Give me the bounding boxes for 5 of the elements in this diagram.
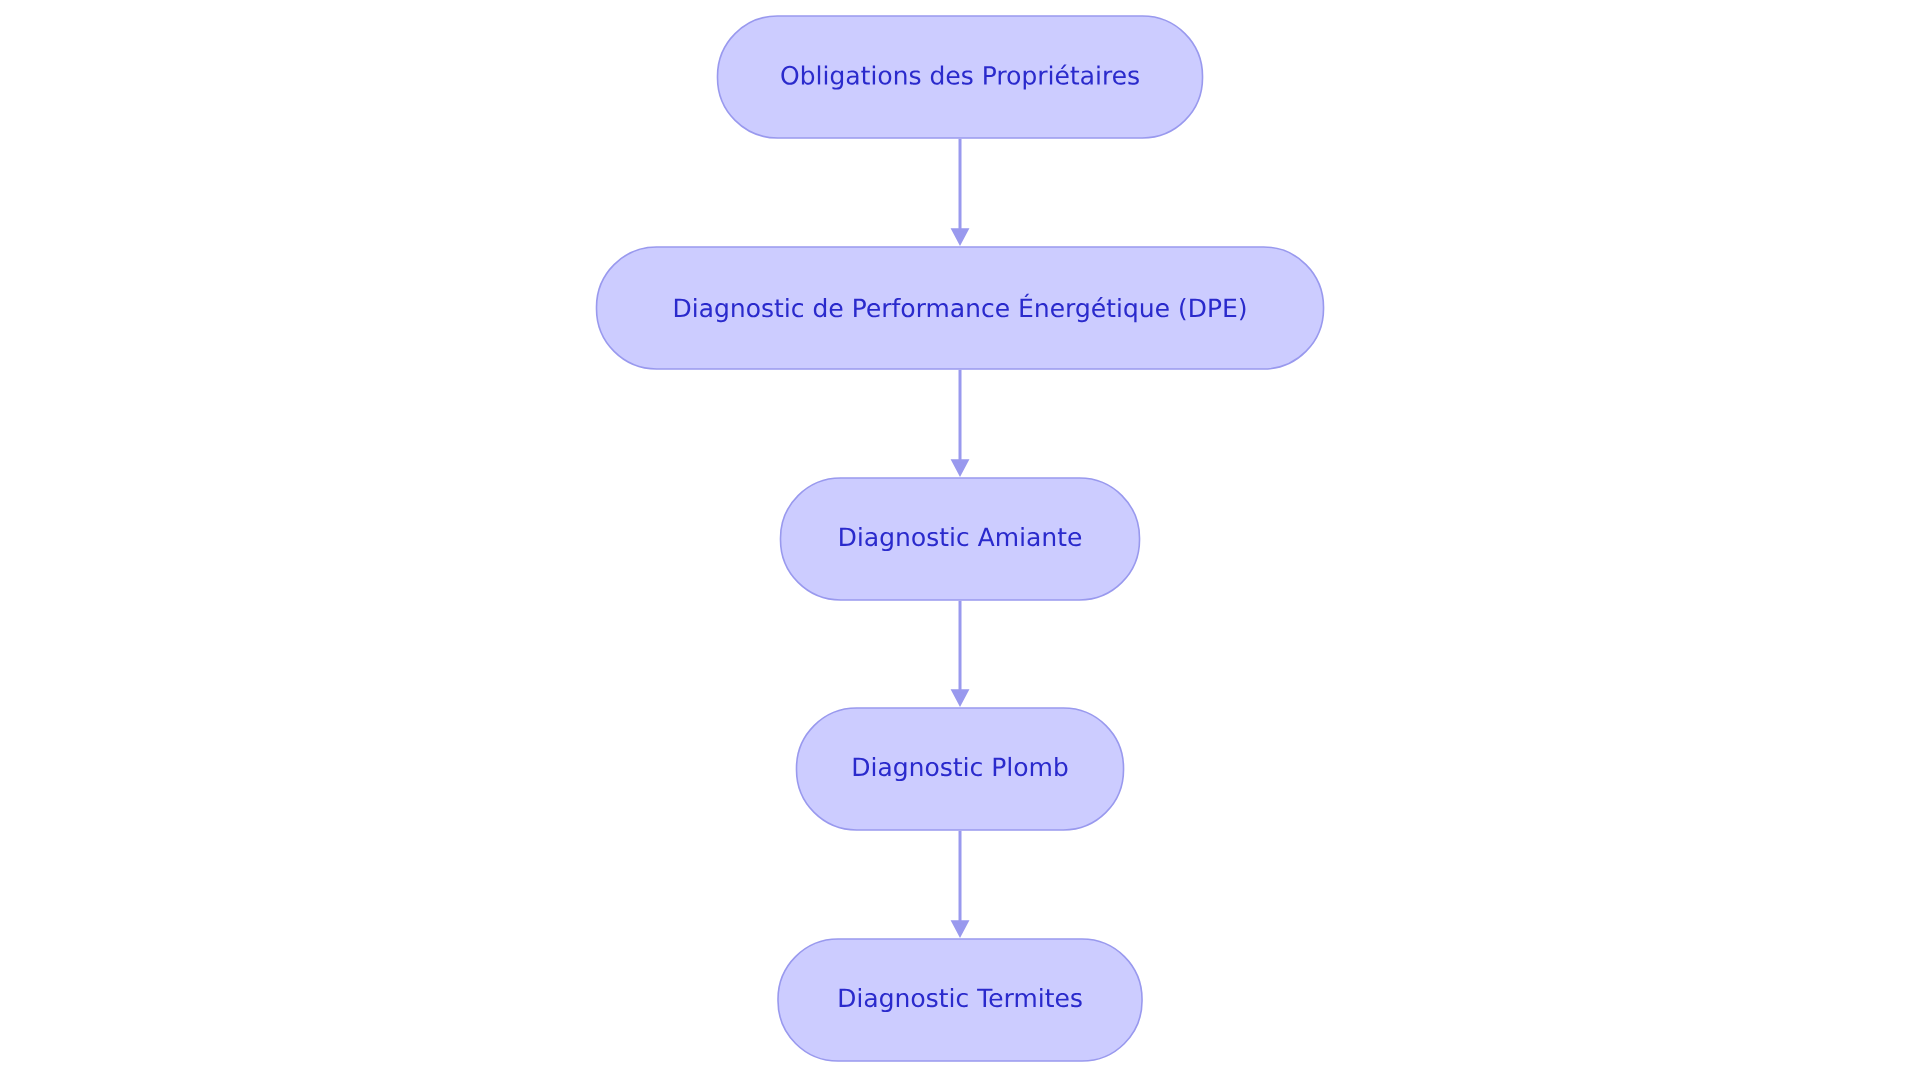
process-box: Diagnostic Plomb: [795, 707, 1125, 831]
process-box: Diagnostic de Performance Énergétique (DPE): [595, 246, 1325, 370]
process-box: Obligations des Propriétaires: [716, 15, 1204, 139]
process-box: Diagnostic Termites: [777, 938, 1143, 1062]
process-box: Diagnostic Amiante: [779, 477, 1141, 601]
